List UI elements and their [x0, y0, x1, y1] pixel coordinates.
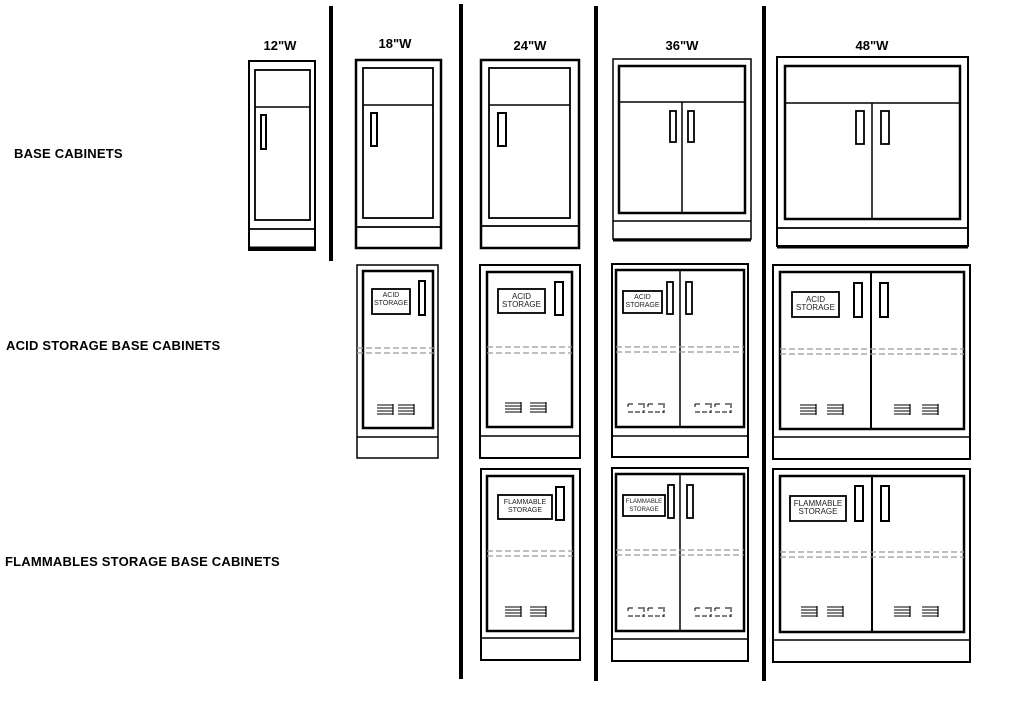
column-divider — [762, 6, 766, 681]
cabinet-base-12w — [248, 60, 316, 251]
tag-line: STORAGE — [625, 302, 660, 309]
row-label-base-cabinets: BASE CABINETS — [14, 146, 123, 161]
cabinet-acid-48w — [772, 264, 971, 460]
column-divider — [594, 6, 598, 681]
cabinet-flammable-48w — [772, 468, 971, 663]
row-label-acid-storage: ACID STORAGE BASE CABINETS — [6, 338, 221, 353]
tag-line: FLAMMABLE — [625, 499, 663, 505]
column-divider — [329, 6, 333, 261]
cabinet-acid-24w — [479, 264, 581, 459]
tag-line: ACID — [805, 295, 826, 304]
tag-line: ACID — [382, 292, 400, 299]
row-label-flammables-storage: FLAMMABLES STORAGE BASE CABINETS — [5, 554, 280, 569]
tag-line: FLAMMABLE — [793, 499, 843, 508]
tag-line: STORAGE — [796, 303, 835, 312]
tag-line: FLAMMABLE — [503, 499, 547, 506]
cabinet-base-48w — [776, 56, 969, 249]
column-label-24w: 24"W — [513, 38, 547, 53]
tag-line: ACID — [511, 292, 532, 301]
cabinet-base-18w — [354, 58, 443, 250]
column-label-48w: 48"W — [855, 38, 889, 53]
tag-line: STORAGE — [629, 507, 659, 513]
column-divider — [459, 4, 463, 679]
column-label-12w: 12"W — [263, 38, 297, 53]
cabinet-base-24w — [479, 58, 581, 250]
column-label-18w: 18"W — [378, 36, 412, 51]
tag-line: ACID — [634, 294, 651, 301]
tag-line: STORAGE — [798, 507, 838, 516]
tag-line: STORAGE — [507, 507, 543, 514]
cabinet-acid-36w — [611, 263, 749, 458]
cabinet-acid-18w — [356, 264, 439, 459]
tag-line: STORAGE — [373, 300, 409, 307]
tag-line: STORAGE — [502, 300, 541, 309]
cabinet-flammable-36w — [611, 467, 749, 662]
flammable-storage-tag-36w: FLAMMABLE STORAGE — [623, 498, 665, 514]
cabinet-flammable-24w — [480, 468, 581, 661]
cabinet-base-36w — [612, 58, 752, 242]
column-label-36w: 36"W — [665, 38, 699, 53]
